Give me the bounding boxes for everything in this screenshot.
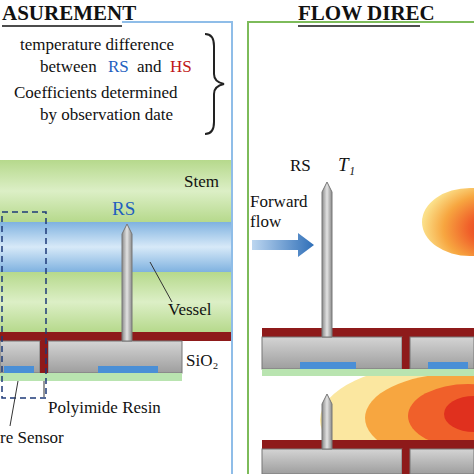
heater-strip	[0, 332, 231, 341]
rs-needle	[322, 182, 332, 337]
note-text: temperature difference	[20, 35, 174, 55]
temperature-sensor	[428, 362, 468, 369]
sensor-block	[262, 337, 402, 369]
header-underline	[298, 25, 420, 27]
sensor-block	[410, 337, 474, 369]
header-underline	[2, 25, 122, 27]
note-text: and	[137, 57, 162, 77]
vessel-band	[0, 222, 231, 272]
temperature-sensor	[4, 366, 34, 373]
leader-line	[44, 381, 45, 397]
heat-plume	[408, 384, 474, 448]
heat-plume	[422, 188, 474, 256]
sensor-block	[410, 449, 474, 474]
sio2-layer	[0, 373, 182, 381]
part-name: Polyimide Resin	[48, 398, 161, 418]
rs-needle	[122, 224, 132, 341]
sio2-layer	[262, 369, 474, 376]
hs-tag: HS	[170, 57, 192, 77]
temperature-sensor	[300, 362, 356, 369]
rs-tag: RS	[112, 198, 135, 220]
sensor-block	[0, 341, 40, 373]
heat-plume	[444, 396, 474, 432]
flow-label: Forward flow	[250, 192, 320, 231]
leader-line	[150, 262, 172, 302]
brace	[205, 34, 224, 134]
part-name: Stem	[184, 172, 219, 192]
note-text: between	[40, 57, 97, 77]
polyimide-resin	[40, 341, 48, 373]
temperature-sensor	[98, 366, 158, 373]
heater-strip	[262, 440, 474, 449]
rs-tag: RS	[108, 57, 129, 77]
panel-header: FLOW DIREC	[298, 1, 435, 25]
leader-line	[10, 381, 18, 426]
part-name: re Sensor	[0, 428, 64, 448]
part-name: Vessel	[168, 300, 211, 320]
part-name: SiO₂	[186, 351, 218, 371]
temperature-symbol: T₁	[338, 154, 355, 176]
dashed-region	[2, 212, 46, 398]
polyimide-resin	[402, 337, 410, 369]
stem-band	[0, 272, 231, 332]
panel-header: ASUREMENT	[2, 1, 136, 25]
rs-tag: RS	[290, 156, 311, 176]
heater-strip	[262, 328, 474, 337]
polyimide-resin	[402, 449, 410, 474]
note-text: by observation date	[40, 105, 173, 125]
sensor-block	[48, 341, 182, 373]
sensor-block	[262, 449, 402, 474]
rs-needle	[322, 394, 332, 449]
note-text: Coefficients determined	[14, 83, 178, 103]
flow-arrow	[252, 233, 314, 257]
